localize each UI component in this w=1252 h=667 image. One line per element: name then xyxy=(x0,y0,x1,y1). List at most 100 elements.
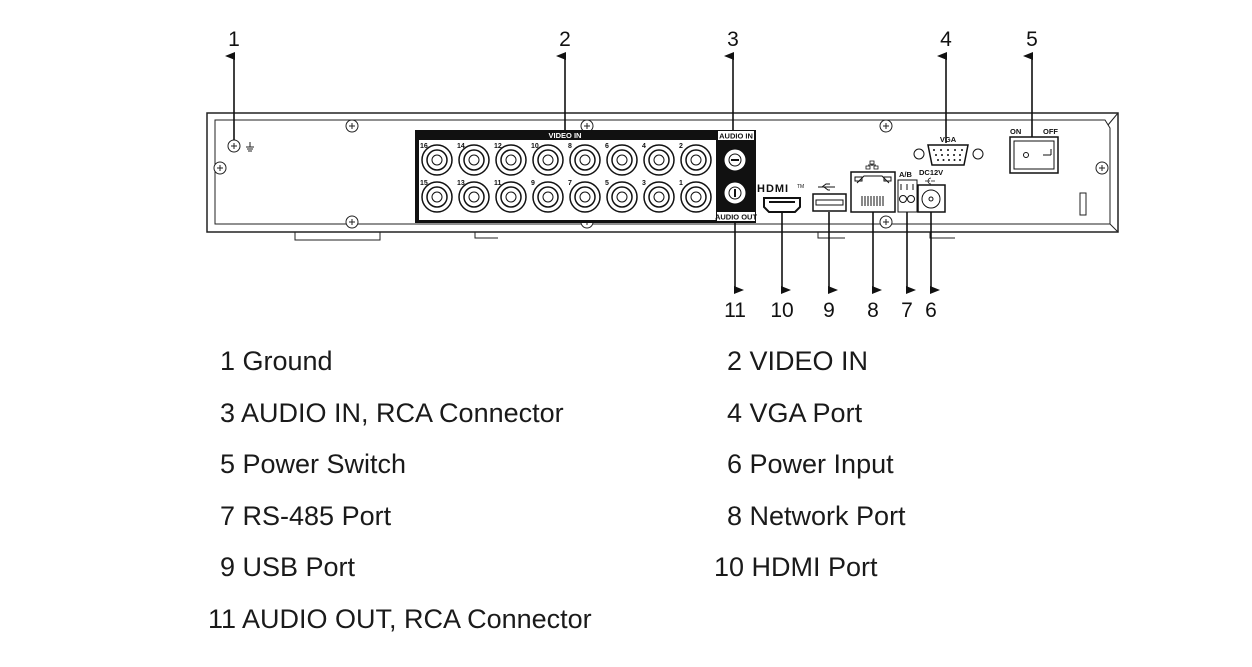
bnc-channel-label: 9 xyxy=(531,180,535,187)
dc-polarity-icon xyxy=(925,177,935,185)
screw-icon xyxy=(345,215,359,229)
power-input-jack xyxy=(917,184,946,213)
bnc-channel-label: 4 xyxy=(642,143,646,150)
bnc-channel-label: 13 xyxy=(457,180,465,187)
bnc-connector: 11 xyxy=(494,180,527,213)
screw-icon xyxy=(1095,161,1109,175)
bnc-channel-label: 6 xyxy=(605,143,609,150)
legend-item: 7 RS-485 Port xyxy=(220,500,392,531)
bnc-channel-label: 16 xyxy=(420,143,428,150)
rs485-label: A/B xyxy=(899,170,913,179)
callout-number: 1 xyxy=(228,28,240,51)
vga-pin xyxy=(954,149,956,151)
legend-item: 6 Power Input xyxy=(727,449,894,480)
switch-on-label: ON xyxy=(1010,127,1021,136)
bnc-channel-label: 3 xyxy=(642,180,646,187)
bnc-connector: 4 xyxy=(642,143,675,176)
bnc-channel-label: 2 xyxy=(679,143,683,150)
hdmi-logo: HDMI xyxy=(757,183,789,195)
bnc-connector: 8 xyxy=(568,143,601,176)
bnc-connector: 7 xyxy=(568,180,601,213)
audio-in-label: AUDIO IN xyxy=(719,132,753,141)
bnc-channel-label: 14 xyxy=(457,143,465,150)
bnc-channel-label: 11 xyxy=(494,180,502,187)
vga-port xyxy=(913,144,984,166)
vga-pin xyxy=(959,159,961,161)
legend-item: 2 VIDEO IN xyxy=(727,346,869,376)
bnc-channel-label: 15 xyxy=(420,180,428,187)
bnc-connector: 12 xyxy=(494,143,527,176)
vga-pin xyxy=(947,154,949,156)
chassis xyxy=(206,112,1119,241)
bnc-connector: 16 xyxy=(420,143,453,176)
vga-pin xyxy=(961,149,963,151)
callout-number: 11 xyxy=(724,299,746,322)
bnc-connector: 10 xyxy=(531,143,564,176)
bnc-channel-label: 1 xyxy=(679,180,683,187)
bnc-connector: 15 xyxy=(420,180,453,213)
callout-number: 10 xyxy=(770,299,793,322)
callout-number: 8 xyxy=(867,299,879,322)
callout-number: 6 xyxy=(925,299,937,322)
ground-terminal xyxy=(227,139,254,153)
usb-icon xyxy=(818,183,835,191)
network-icon xyxy=(865,160,879,170)
vga-pin xyxy=(953,154,955,156)
video-in-label: VIDEO IN xyxy=(549,131,582,140)
vga-pin xyxy=(953,159,956,161)
bnc-channel-label: 12 xyxy=(494,143,502,150)
hdmi-port xyxy=(763,197,801,213)
bnc-connector: 5 xyxy=(605,180,638,213)
vga-pin xyxy=(942,159,945,161)
dc-label: DC12V xyxy=(919,168,943,177)
rs485-port xyxy=(897,179,918,213)
legend-item: 4 VGA Port xyxy=(727,397,863,428)
vga-pin xyxy=(947,149,949,151)
vga-pin xyxy=(933,149,935,151)
bnc-connector: 9 xyxy=(531,180,564,213)
vga-pin xyxy=(935,154,937,156)
audio-out-rca xyxy=(723,181,747,205)
vga-pin xyxy=(948,159,950,161)
legend-item: 3 AUDIO IN, RCA Connector xyxy=(220,397,564,428)
vga-pin xyxy=(959,154,961,156)
vga-pin xyxy=(937,159,939,161)
audio-in-rca xyxy=(723,148,747,172)
bnc-connector: 1 xyxy=(679,180,712,213)
legend-item: 5 Power Switch xyxy=(220,449,407,480)
bnc-connector: 14 xyxy=(457,143,490,176)
screw-icon xyxy=(213,161,227,175)
callout-number: 7 xyxy=(901,299,913,322)
callout-number: 9 xyxy=(823,299,835,322)
switch-off-label: OFF xyxy=(1043,127,1058,136)
bnc-channel-label: 5 xyxy=(605,180,609,187)
bnc-connector: 6 xyxy=(605,143,638,176)
legend-item: 11 AUDIO OUT, RCA Connector xyxy=(208,604,592,634)
bnc-connector: 13 xyxy=(457,180,490,213)
ground-symbol-icon xyxy=(246,142,254,152)
vga-pin xyxy=(940,149,942,151)
screw-icon xyxy=(345,119,359,133)
bnc-connectors: 16 14 12 10 8 6 4 2 15 13 11 9 7 5 3 1 xyxy=(420,143,712,213)
bnc-connector: 2 xyxy=(679,143,712,176)
vga-label: VGA xyxy=(940,135,957,144)
bnc-channel-label: 7 xyxy=(568,180,572,187)
power-switch xyxy=(1009,136,1059,174)
callout-number: 5 xyxy=(1026,28,1038,51)
callout-number: 3 xyxy=(727,28,739,51)
bnc-channel-label: 8 xyxy=(568,143,572,150)
legend-item: 9 USB Port xyxy=(220,552,356,583)
screw-icon xyxy=(879,215,893,229)
bnc-channel-label: 10 xyxy=(531,143,539,150)
screw-icon xyxy=(580,119,594,133)
audio-out-label: AUDIO OUT xyxy=(715,213,758,222)
callout-number: 4 xyxy=(940,28,952,51)
legend-item: 8 Network Port xyxy=(727,500,906,531)
vga-pin xyxy=(941,154,943,156)
hdmi-tm: TM xyxy=(797,184,804,190)
screw-icon xyxy=(879,119,893,133)
bnc-connector: 3 xyxy=(642,180,675,213)
legend-item: 10 HDMI Port xyxy=(714,552,878,583)
legend-item: 1 Ground xyxy=(220,346,333,376)
